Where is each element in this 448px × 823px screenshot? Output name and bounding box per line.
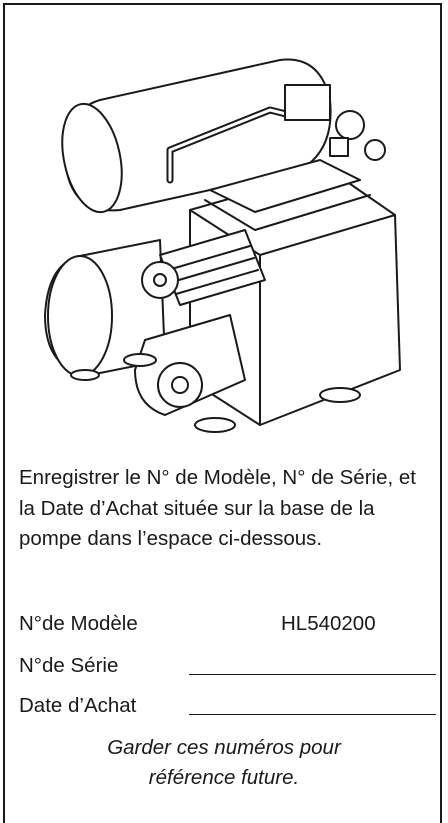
serial-number-label: N°de Série bbox=[19, 654, 119, 677]
air-compressor-illustration bbox=[44, 58, 401, 433]
model-number-value: HL540200 bbox=[281, 612, 376, 635]
note-line-1: Garder ces numéros pour bbox=[107, 736, 341, 759]
purchase-date-blank-line bbox=[189, 714, 436, 715]
model-number-row: N°de Modèle HL540200 bbox=[19, 610, 439, 640]
keep-numbers-note: Garder ces numéros pour référence future… bbox=[0, 733, 448, 793]
purchase-date-row: Date d’Achat bbox=[19, 692, 439, 722]
purchase-date-label: Date d’Achat bbox=[19, 694, 137, 717]
serial-number-row: N°de Série bbox=[19, 652, 439, 682]
note-line-2: référence future. bbox=[148, 766, 300, 789]
instruction-text: Enregistrer le N° de Modèle, N° de Série… bbox=[19, 466, 416, 550]
serial-number-blank-line bbox=[189, 674, 436, 675]
model-number-label: N°de Modèle bbox=[19, 612, 138, 635]
page-frame bbox=[3, 3, 442, 823]
